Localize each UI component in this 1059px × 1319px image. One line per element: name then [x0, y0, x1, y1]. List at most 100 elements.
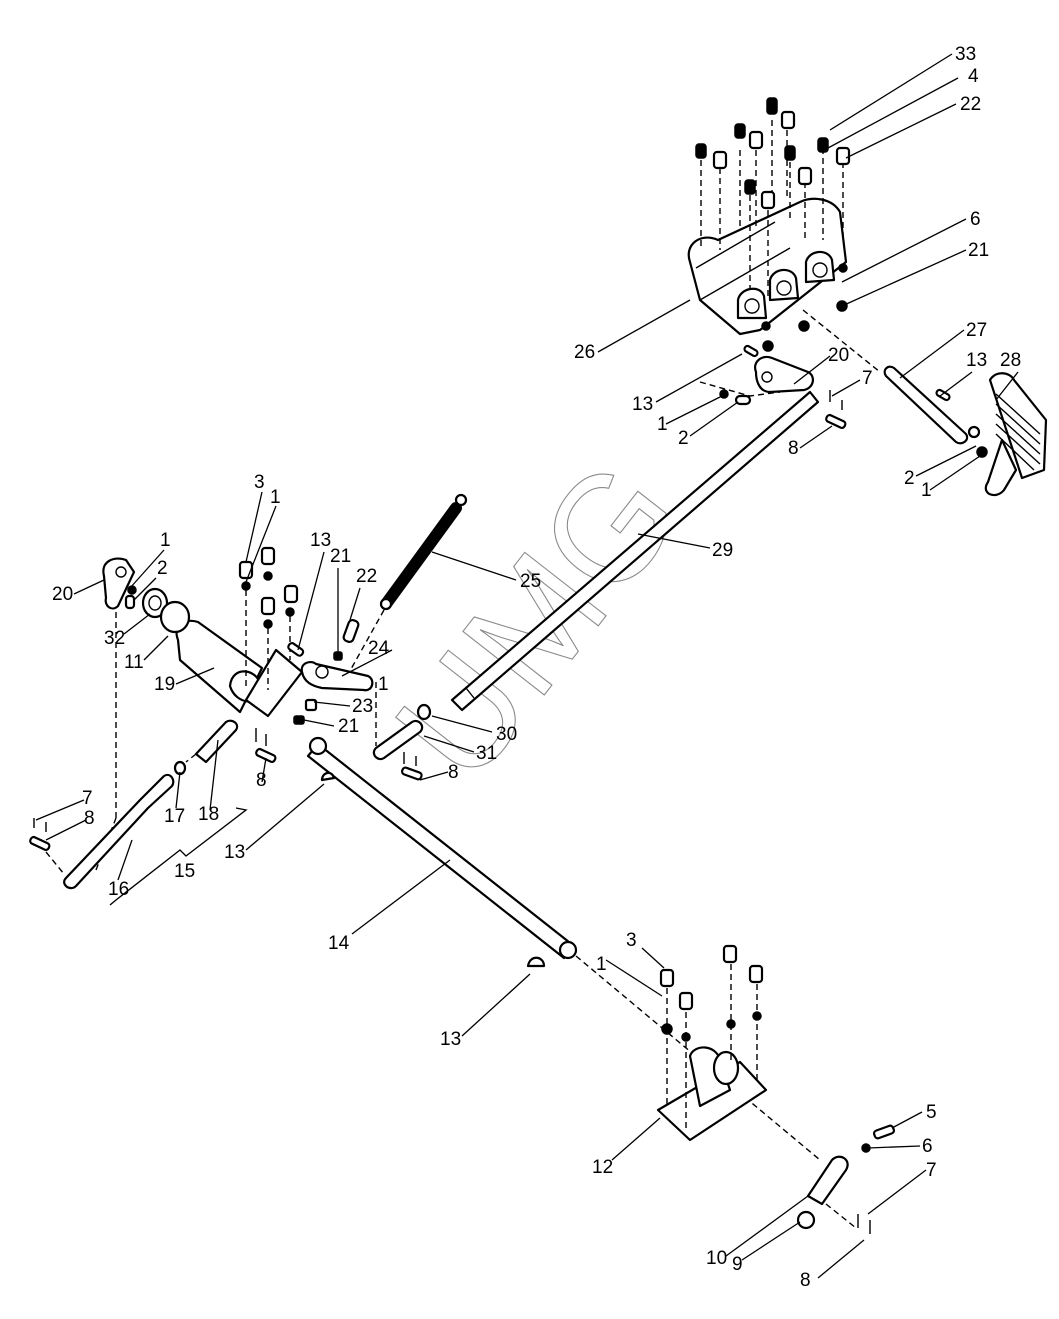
leader-line-1: [245, 505, 277, 583]
callout-label-9: 9: [732, 1254, 743, 1275]
leader-line-16: [117, 839, 133, 881]
callout-label-21: 21: [330, 546, 351, 567]
leader-line-10: [725, 1195, 809, 1257]
callout-label-8: 8: [256, 770, 267, 791]
leader-line-33: [829, 53, 953, 131]
callout-label-1: 1: [657, 414, 668, 435]
callout-label-1: 1: [596, 954, 607, 975]
leader-lines: [35, 53, 1019, 1279]
leader-line-2: [689, 401, 739, 437]
rod-14: [306, 736, 821, 1161]
pin-set-upper: [825, 390, 847, 429]
leader-line-5: [891, 1111, 923, 1129]
callout-label-2: 2: [904, 468, 915, 489]
tube-19: [175, 619, 304, 718]
leader-line-1: [129, 549, 165, 589]
leader-line-11: [143, 635, 169, 661]
callout-label-28: 28: [1000, 350, 1021, 371]
callout-label-1: 1: [921, 480, 932, 501]
callout-label-31: 31: [476, 743, 497, 764]
leader-line-13: [939, 371, 973, 397]
leader-line-9: [741, 1221, 801, 1261]
callout-label-19: 19: [154, 674, 175, 695]
leader-line-12: [611, 1117, 661, 1161]
callout-label-16: 16: [108, 879, 129, 900]
leader-line-22: [349, 587, 361, 621]
leader-line-31: [423, 735, 475, 753]
callout-label-32: 32: [104, 628, 125, 649]
leader-line-32: [123, 613, 151, 635]
callout-label-18: 18: [198, 804, 219, 825]
callout-label-13: 13: [966, 350, 987, 371]
callout-label-25: 25: [520, 571, 541, 592]
leader-line-6: [867, 1145, 921, 1149]
bracket-bolts-left: [238, 546, 299, 690]
watermark: UMG: [362, 430, 711, 810]
bracket-12: [656, 944, 768, 1142]
leader-line-1: [929, 455, 981, 491]
callout-label-29: 29: [712, 540, 733, 561]
callout-label-22: 22: [356, 566, 377, 587]
callout-label-1: 1: [160, 530, 171, 551]
leader-line-24: [341, 649, 393, 677]
leader-line-4: [827, 77, 959, 149]
callout-label-8: 8: [448, 762, 459, 783]
callout-label-20: 20: [52, 584, 73, 605]
bracket-housing-26: [687, 197, 848, 336]
callout-label-15: 15: [174, 861, 195, 882]
lever-24: [287, 618, 377, 746]
leader-line-23: [313, 701, 351, 707]
callout-label-13: 13: [440, 1029, 461, 1050]
leader-line-7: [831, 379, 861, 397]
leader-line-25: [431, 551, 517, 581]
callout-label-13: 13: [310, 530, 331, 551]
leader-line-27: [899, 329, 965, 379]
lever-20-left: [95, 557, 191, 871]
callout-label-23: 23: [352, 696, 373, 717]
callout-label-17: 17: [164, 806, 185, 827]
callout-label-6: 6: [922, 1136, 933, 1157]
leader-line-8: [45, 819, 87, 841]
rod-assembly-15: [29, 719, 277, 906]
callout-label-6: 6: [970, 209, 981, 230]
leader-line-13: [297, 551, 325, 651]
leader-line-17: [175, 771, 181, 809]
leader-line-18: [209, 739, 219, 811]
leader-line-2: [133, 577, 157, 601]
lever-20-upper: [699, 344, 814, 406]
leader-line-8: [261, 757, 267, 783]
callout-label-1: 1: [270, 487, 281, 508]
callout-label-22: 22: [960, 94, 981, 115]
callout-label-8: 8: [788, 438, 799, 459]
callout-label-12: 12: [592, 1157, 613, 1178]
shaft-27: [883, 365, 969, 445]
leader-line-30: [431, 715, 493, 733]
callout-label-8: 8: [84, 808, 95, 829]
callout-label-20: 20: [828, 345, 849, 366]
callout-label-30: 30: [496, 724, 517, 745]
watermark-text: UMG: [363, 431, 711, 810]
clevis-31: [372, 703, 432, 781]
pedal-28: [967, 372, 1048, 497]
leader-line-2: [915, 445, 977, 477]
callout-label-33: 33: [955, 44, 976, 65]
callout-label-2: 2: [157, 558, 168, 579]
callout-label-3: 3: [626, 930, 637, 951]
callout-label-7: 7: [862, 368, 873, 389]
leader-line-21: [841, 249, 967, 307]
callout-label-26: 26: [574, 342, 595, 363]
callout-label-21: 21: [968, 240, 989, 261]
callout-label-27: 27: [966, 320, 987, 341]
leader-line-8: [817, 1239, 865, 1279]
callout-label-4: 4: [968, 66, 979, 87]
lever-10: [796, 1124, 896, 1234]
callout-label-7: 7: [926, 1160, 937, 1181]
callout-label-21: 21: [338, 716, 359, 737]
leader-line-20: [73, 579, 105, 595]
leader-line-7: [35, 799, 85, 821]
callout-label-13: 13: [224, 842, 245, 863]
leader-line-22: [845, 103, 957, 159]
leader-line-13: [245, 783, 325, 851]
